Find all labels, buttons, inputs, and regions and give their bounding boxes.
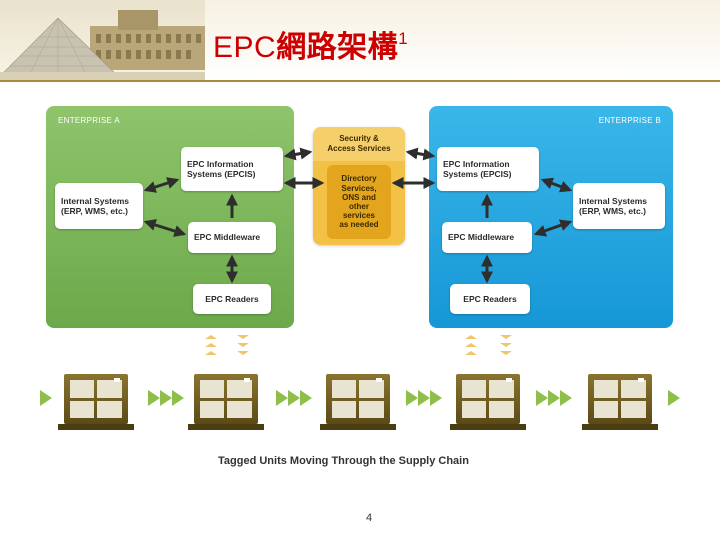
enterprise-b-label: ENTERPRISE B: [598, 116, 661, 125]
security-access-services: Security &Access Services: [313, 127, 405, 161]
tagged-unit-4: [450, 374, 526, 430]
rf-chevrons-b: [465, 335, 512, 355]
enterprise-a-internal-systems-box: Internal Systems(ERP, WMS, etc.): [55, 183, 143, 229]
enterprise-b-epcis-line-1: EPC Information: [443, 158, 510, 169]
tagged-unit-2: [188, 374, 264, 430]
directory-line-3: ONS and: [342, 192, 376, 202]
arrow-internal-middleware-a: [143, 219, 187, 237]
directory-line-4: other: [348, 202, 369, 211]
title-cjk: 網路架構: [276, 31, 399, 64]
enterprise-b-readers-label: EPC Readers: [463, 293, 517, 304]
directory-services: Directory Services, ONS and other servic…: [327, 165, 391, 239]
title-latin: EPC: [213, 31, 277, 64]
arrow-security-epcis-b: [405, 147, 436, 161]
tagged-unit-1: [58, 374, 134, 430]
security-line-1: Security &: [339, 134, 379, 144]
arrow-internal-epcis-a: [143, 177, 180, 193]
enterprise-b-internal-line-1: Internal Systems: [579, 195, 648, 206]
title-superscript: 1: [398, 29, 409, 48]
tagged-unit-5: [582, 374, 658, 430]
enterprise-a-internal-line-2: (ERP, WMS, etc.): [61, 206, 128, 216]
enterprise-a-readers-label: EPC Readers: [205, 293, 259, 304]
enterprise-b-epcis-line-2: Systems (EPCIS): [443, 169, 512, 179]
security-line-2: Access Services: [327, 144, 391, 153]
louvre-header-image: [0, 0, 205, 82]
enterprise-b-middleware-box: EPC Middleware: [442, 222, 532, 253]
enterprise-b-readers-box: EPC Readers: [450, 284, 530, 314]
directory-line-1: Directory: [341, 174, 377, 184]
tagged-unit-3: [320, 374, 396, 430]
enterprise-a-internal-line-1: Internal Systems: [61, 195, 130, 206]
page-number: 4: [366, 512, 373, 524]
enterprise-b-middleware-label: EPC Middleware: [448, 232, 515, 243]
enterprise-b-internal-line-2: (ERP, WMS, etc.): [579, 206, 646, 216]
enterprise-a-readers-box: EPC Readers: [193, 284, 271, 314]
directory-line-6: as needed: [339, 220, 379, 230]
enterprise-a-epcis-line-1: EPC Information: [187, 158, 254, 169]
enterprise-a-middleware-box: EPC Middleware: [188, 222, 276, 253]
arrow-middleware-internal-b: [533, 219, 573, 237]
shared-services-panel: Security &Access Services Directory Serv…: [313, 127, 405, 245]
arrow-epcis-a-security: [283, 147, 313, 161]
arrow-epcis-internal-b: [540, 177, 573, 193]
rf-chevrons-a: [205, 335, 249, 355]
directory-line-2: Services,: [341, 183, 377, 193]
supply-chain-caption: Tagged Units Moving Through the Supply C…: [218, 455, 469, 467]
enterprise-a-middleware-label: EPC Middleware: [194, 232, 261, 243]
enterprise-b-internal-systems-box: Internal Systems(ERP, WMS, etc.): [573, 183, 665, 229]
enterprise-a-epcis-line-2: Systems (EPCIS): [187, 169, 256, 179]
header-divider: [0, 80, 720, 82]
enterprise-a-label: ENTERPRISE A: [58, 116, 120, 125]
supply-arrows: [40, 390, 680, 406]
slide-title: EPC網路架構1: [213, 22, 408, 66]
directory-line-5: services: [342, 211, 375, 221]
